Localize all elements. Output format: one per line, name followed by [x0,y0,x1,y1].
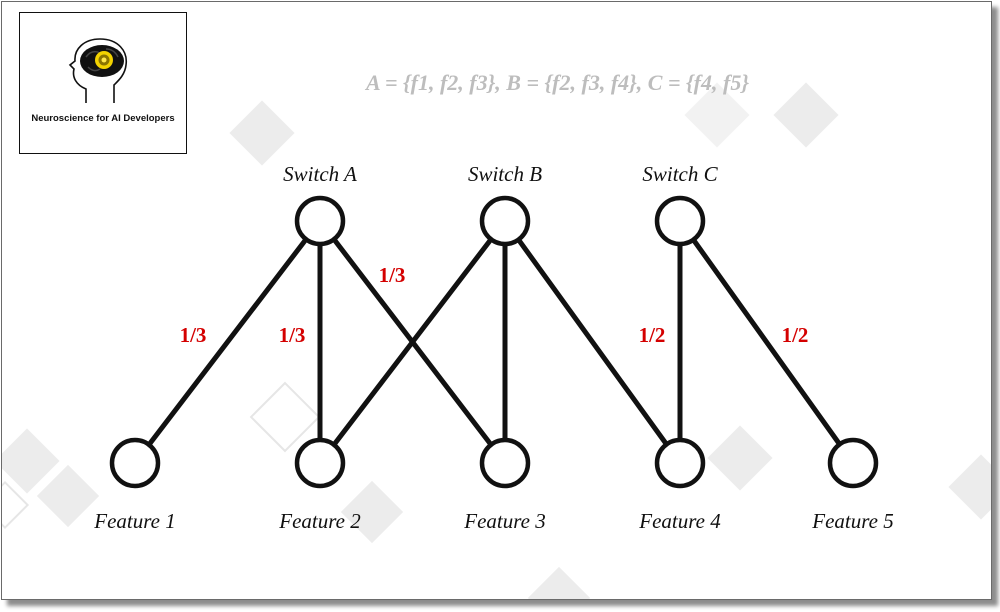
set-formula: A = {f1, f2, f3}, B = {f2, f3, f4}, C = … [366,70,749,95]
edge-b-f4 [502,218,683,466]
switch-label-a: Switch A [283,162,357,186]
feature-label-f1: Feature 1 [93,509,175,533]
feature-node-f4 [654,437,706,489]
edge-b-f2 [317,218,508,466]
logo-caption: Neuroscience for AI Developers [31,113,175,124]
nodes [109,195,879,489]
switch-node-c [654,195,706,247]
switch-node-b [479,195,531,247]
feature-label-f4: Feature 4 [638,509,721,533]
edge-a-f1 [132,218,323,466]
switch-label-c: Switch C [642,162,718,186]
edges [132,218,856,466]
edge-c-f5 [677,218,856,466]
feature-label-f2: Feature 2 [278,509,361,533]
feature-node-f2 [294,437,346,489]
node-labels: Switch A Switch B Switch C Feature 1 Feature… [93,162,893,533]
head-brain-icon [68,38,127,103]
edge-weight: 1/2 [782,323,809,347]
feature-label-f5: Feature 5 [811,509,893,533]
edge-weight: 1/3 [279,323,306,347]
switch-node-a [294,195,346,247]
feature-label-f3: Feature 3 [463,509,545,533]
feature-node-f5 [827,437,879,489]
edge-weight: 1/3 [180,323,207,347]
switch-label-b: Switch B [468,162,542,186]
edge-weight: 1/2 [639,323,666,347]
edge-weights: 1/3 1/3 1/3 1/2 1/2 [180,263,809,347]
logo: Neuroscience for AI Developers [19,12,187,154]
feature-node-f1 [109,437,161,489]
feature-node-f3 [479,437,531,489]
edge-weight: 1/3 [379,263,406,287]
